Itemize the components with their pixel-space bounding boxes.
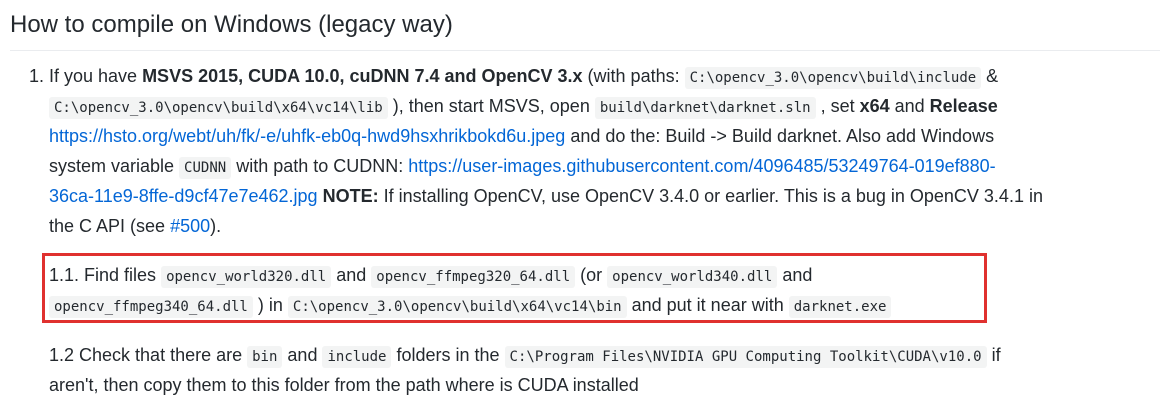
- text: (or: [575, 265, 608, 285]
- text: and: [889, 96, 930, 116]
- item12-line1: 1.2 Check that there are bin and include…: [49, 340, 1154, 370]
- list-item-1-2: 1.2 Check that there are bin and include…: [49, 340, 1154, 400]
- text: &: [981, 66, 999, 86]
- item1-line2: C:\opencv_3.0\opencv\build\x64\vc14\lib …: [49, 91, 1154, 121]
- item1-line3: https://hsto.org/webt/uh/fk/-e/uhfk-eb0q…: [49, 121, 1154, 151]
- screenshot-link-1[interactable]: https://hsto.org/webt/uh/fk/-e/uhfk-eb0q…: [49, 126, 566, 146]
- text: ).: [210, 216, 222, 236]
- item1-line1: If you have MSVS 2015, CUDA 10.0, cuDNN …: [49, 61, 1154, 91]
- dll-code: opencv_world320.dll: [161, 266, 332, 288]
- text: system variable: [49, 156, 180, 176]
- note-bold: NOTE:: [322, 186, 379, 206]
- text: and do the: Build -> Build darknet. Also…: [565, 126, 995, 146]
- text: aren't, then copy them to this folder fr…: [49, 375, 639, 395]
- screenshot-link-2-cont[interactable]: 36ca-11e9-8ffe-d9cf47e7e462.jpg: [49, 186, 318, 206]
- section-heading: How to compile on Windows (legacy way): [10, 11, 453, 38]
- cudnn-var-code: CUDNN: [179, 157, 232, 179]
- lib-path-code: C:\opencv_3.0\opencv\build\x64\vc14\lib: [49, 97, 388, 119]
- text: , set: [815, 96, 860, 116]
- dll-code: opencv_ffmpeg340_64.dll: [49, 296, 253, 318]
- item12-line2: aren't, then copy them to this folder fr…: [49, 370, 1154, 400]
- config-bold: Release: [929, 96, 998, 116]
- cuda-path-code: C:\Program Files\NVIDIA GPU Computing To…: [504, 346, 987, 368]
- text: ), then start MSVS, open: [387, 96, 595, 116]
- exe-code: darknet.exe: [788, 296, 892, 318]
- item11-line2: opencv_ffmpeg340_64.dll ) in C:\opencv_3…: [49, 290, 979, 320]
- item1-line5: 36ca-11e9-8ffe-d9cf47e7e462.jpg NOTE: If…: [49, 181, 1154, 211]
- screenshot-link-2[interactable]: https://user-images.githubusercontent.co…: [408, 156, 996, 176]
- folder-code: bin: [247, 346, 283, 368]
- list-number: 1.: [29, 66, 45, 86]
- text: ) in: [252, 295, 288, 315]
- text: If installing OpenCV, use OpenCV 3.4.0 o…: [378, 186, 1043, 206]
- text: and: [777, 265, 813, 285]
- dll-code: opencv_world340.dll: [607, 266, 778, 288]
- text: 1.1. Find files: [49, 265, 162, 285]
- text: If you have: [49, 66, 143, 86]
- include-path-code: C:\opencv_3.0\opencv\build\include: [684, 67, 982, 89]
- folder-code: include: [322, 346, 392, 368]
- text: if: [986, 345, 1001, 365]
- text: and: [282, 345, 323, 365]
- requirements-bold: MSVS 2015, CUDA 10.0, cuDNN 7.4 and Open…: [142, 66, 583, 86]
- issue-link[interactable]: #500: [170, 216, 211, 236]
- text: the C API (see: [49, 216, 171, 236]
- text: (with paths:: [582, 66, 685, 86]
- bin-path-code: C:\opencv_3.0\opencv\build\x64\vc14\bin: [287, 296, 627, 318]
- highlight-box: [42, 253, 987, 323]
- text: and put it near with: [626, 295, 789, 315]
- text: 1.2 Check that there are: [49, 345, 248, 365]
- list-item-1: If you have MSVS 2015, CUDA 10.0, cuDNN …: [49, 61, 1154, 241]
- sln-path-code: build\darknet\darknet.sln: [594, 97, 816, 119]
- text: and: [331, 265, 372, 285]
- list-item-1-1: 1.1. Find files opencv_world320.dll and …: [49, 260, 979, 320]
- dll-code: opencv_ffmpeg320_64.dll: [371, 266, 576, 288]
- heading-divider: [10, 50, 1160, 51]
- item11-line1: 1.1. Find files opencv_world320.dll and …: [49, 260, 979, 290]
- text: folders in the: [391, 345, 505, 365]
- platform-bold: x64: [859, 96, 890, 116]
- item1-line6: the C API (see #500).: [49, 211, 1154, 241]
- text: with path to CUDNN:: [231, 156, 409, 176]
- item1-line4: system variable CUDNN with path to CUDNN…: [49, 151, 1154, 181]
